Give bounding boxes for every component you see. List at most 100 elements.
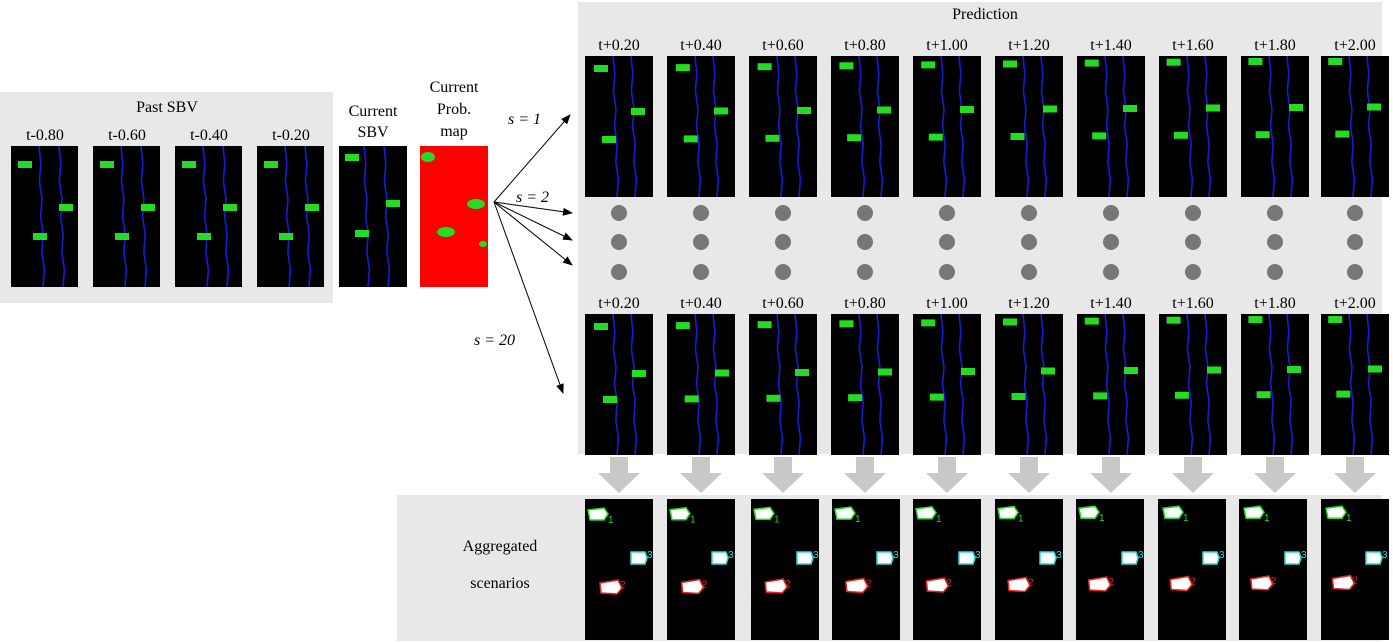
lane-line [1104, 56, 1112, 197]
lane-line [1366, 314, 1374, 455]
vehicle-box [1207, 366, 1221, 374]
vehicle-box [1289, 104, 1303, 111]
agent-2-id: 2 [1109, 577, 1115, 588]
sample-arrow-3 [493, 201, 573, 241]
agent-3-shape [876, 551, 894, 565]
sample-arrow-20 [493, 201, 564, 394]
lane-line [1204, 56, 1212, 197]
lane-line [284, 146, 292, 287]
lane-line [1348, 314, 1356, 455]
probability-blob [479, 241, 487, 247]
vehicle-box [386, 200, 400, 207]
vehicle-box [1084, 317, 1099, 325]
agent-1-id: 1 [690, 515, 696, 526]
lane-line [1104, 314, 1112, 455]
vehicle-box [115, 233, 129, 240]
agent-2-id: 2 [1271, 576, 1277, 587]
lane-line [958, 56, 966, 197]
vehicle-box [1003, 318, 1017, 326]
past-time-label: t-0.60 [108, 127, 146, 144]
prediction-s1-time-label: t+1.60 [1172, 37, 1214, 54]
past-sbv-frame [175, 146, 242, 287]
lane-line [140, 146, 148, 287]
down-arrow [680, 457, 722, 493]
agent-1-shape [997, 505, 1019, 520]
vehicle-box [197, 233, 211, 240]
prediction-s20-frame [831, 314, 899, 455]
prediction-s1-time-label: t+0.60 [762, 37, 804, 54]
vehicle-box [1248, 316, 1263, 323]
vehicle-box [1174, 391, 1189, 399]
agent-1-id: 1 [1099, 513, 1105, 524]
prediction-s20-frame [913, 314, 981, 455]
ellipsis-dot [857, 264, 873, 280]
current-sbv-label-line1: Current [348, 103, 398, 120]
prediction-s20-frame [667, 314, 735, 455]
vehicle-box [1084, 59, 1099, 67]
current-prob-label-line2: Prob. [436, 101, 472, 118]
down-arrow [1090, 457, 1132, 493]
agent-3-id: 3 [1056, 550, 1062, 561]
agent-2-id: 2 [1028, 578, 1034, 589]
vehicle-box [1166, 58, 1181, 66]
agent-2-shape [1331, 574, 1356, 591]
down-arrow [1334, 457, 1376, 493]
vehicle-box [757, 63, 772, 71]
vehicle-box [929, 393, 944, 401]
ellipsis-dot [1267, 205, 1283, 221]
ellipsis-dot [939, 205, 955, 221]
ellipsis-dot [1103, 234, 1119, 250]
ellipsis-dot [611, 234, 627, 250]
vehicle-box [714, 107, 728, 115]
lane-line [304, 146, 312, 287]
vehicle-box [675, 64, 690, 72]
vehicle-box [797, 107, 811, 114]
ellipsis-dot [1103, 264, 1119, 280]
lane-line [858, 314, 866, 455]
prediction-s20-frame [1241, 314, 1309, 455]
vehicle-box [848, 394, 863, 402]
prediction-s1-time-label: t+0.80 [844, 37, 886, 54]
vehicle-box [1123, 105, 1137, 112]
vehicle-box [1010, 133, 1025, 140]
ellipsis-dot [775, 234, 791, 250]
vehicle-box [1173, 131, 1188, 139]
agent-2-id: 2 [1352, 576, 1358, 587]
vehicle-box [928, 133, 943, 141]
lane-line [612, 314, 620, 455]
prediction-s1-frame [831, 56, 899, 197]
down-arrow [926, 457, 968, 493]
lane-line [712, 314, 720, 455]
prediction-s1-frame [749, 56, 817, 197]
vehicle-box [878, 368, 892, 376]
vehicle-box [1336, 390, 1351, 398]
prediction-s20-time-label: t+1.00 [926, 295, 968, 312]
vehicle-box [715, 369, 729, 377]
agent-2-shape [844, 577, 869, 594]
vehicle-box [1092, 132, 1107, 140]
prediction-s20-frame [585, 314, 653, 455]
prediction-s20-frame [995, 314, 1063, 455]
vehicle-box [631, 108, 645, 115]
prediction-s20-time-label: t+1.20 [1008, 295, 1050, 312]
lane-line [1022, 56, 1030, 197]
agent-2-shape [925, 577, 950, 593]
prediction-s20-time-label: t+1.60 [1172, 295, 1214, 312]
ellipsis-dot [857, 205, 873, 221]
vehicle-box [1011, 393, 1026, 400]
prediction-s1-frame [1077, 56, 1145, 197]
vehicle-box [1093, 392, 1108, 400]
vehicle-box [33, 233, 47, 240]
lane-line [1348, 56, 1356, 197]
agent-1-shape [915, 505, 937, 520]
lane-line [630, 56, 638, 197]
ellipsis-dot [1267, 234, 1283, 250]
ellipsis-dot [1021, 264, 1037, 280]
agent-3-shape [1284, 551, 1302, 565]
